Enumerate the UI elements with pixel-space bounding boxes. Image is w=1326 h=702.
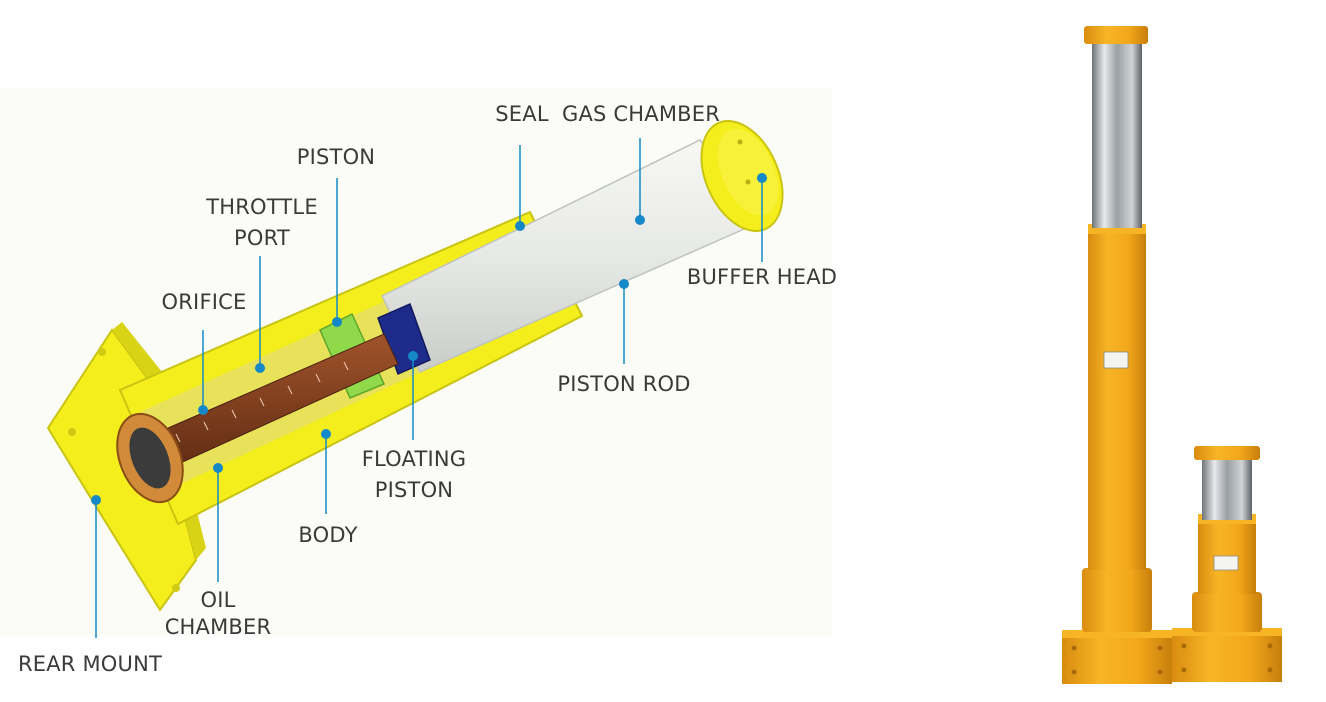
label-piston-rod: PISTON ROD <box>557 372 690 396</box>
label-gas-chamber: GAS CHAMBER <box>562 102 720 126</box>
label-buffer-head: BUFFER HEAD <box>687 265 837 289</box>
tall-buffer <box>1062 26 1172 684</box>
tall-buffer-collar <box>1082 568 1152 632</box>
orifice-block <box>129 427 171 489</box>
short-buffer-nameplate <box>1213 555 1239 571</box>
label-throttle-port-line2: PORT <box>234 226 290 250</box>
tall-buffer-head <box>1084 26 1148 44</box>
label-oil-chamber-line2: CHAMBER <box>165 615 272 639</box>
mount-hole <box>172 584 180 592</box>
buffer-head-hole <box>745 179 751 185</box>
label-throttle-port-line1: THROTTLE <box>205 195 318 219</box>
throttle-port-marks <box>175 361 349 443</box>
short-buffer-collar <box>1192 592 1262 632</box>
tall-buffer-body-top <box>1088 224 1146 234</box>
buffer-head-hole <box>737 139 743 145</box>
callout-labels: SEAL GAS CHAMBER PISTON THROTTLE PORT OR… <box>18 102 837 676</box>
label-piston: PISTON <box>297 145 375 169</box>
label-body: BODY <box>298 523 357 547</box>
tall-buffer-body <box>1088 230 1146 570</box>
callout-lines <box>95 138 763 638</box>
tall-buffer-nameplate <box>1103 351 1129 369</box>
buffer-head-face <box>717 128 779 216</box>
label-floating-piston-line1: FLOATING <box>362 447 467 471</box>
label-floating-piston-line2: PISTON <box>375 478 453 502</box>
label-rear-mount: REAR MOUNT <box>18 652 162 676</box>
short-buffer-base <box>1172 634 1282 682</box>
product-photo <box>1062 26 1282 684</box>
label-oil-chamber-line1: OIL <box>200 588 235 612</box>
tall-buffer-base <box>1062 636 1172 684</box>
tall-buffer-rod <box>1092 42 1142 228</box>
mount-hole <box>68 428 76 436</box>
tall-buffer-base-top <box>1062 630 1172 638</box>
mount-hole <box>98 348 106 356</box>
short-buffer-rod <box>1202 458 1252 520</box>
label-seal: SEAL <box>495 102 549 126</box>
buffer-cutaway <box>46 120 784 612</box>
short-buffer <box>1172 446 1282 682</box>
label-orifice: ORIFICE <box>162 290 247 314</box>
callout-dots <box>91 173 767 505</box>
short-buffer-head <box>1194 446 1260 460</box>
